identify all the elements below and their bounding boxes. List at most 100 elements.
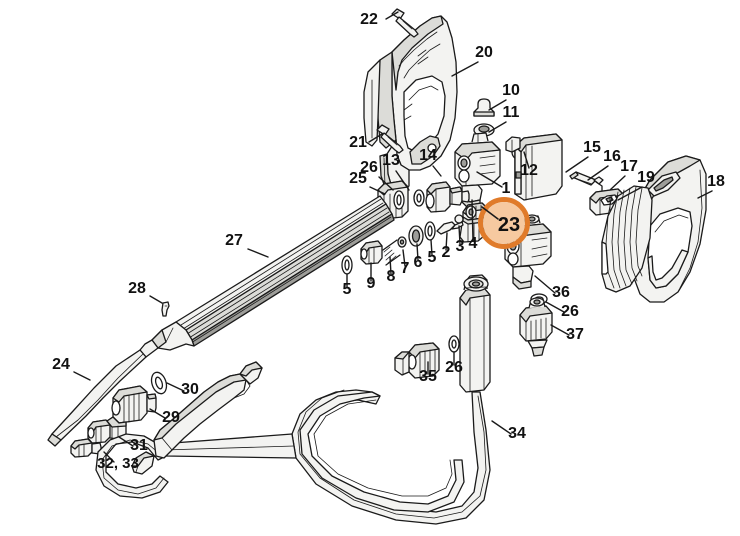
leader-line [247,248,269,258]
callout-30: 30 [166,381,199,398]
part-hose-connector [425,181,470,213]
leader-line [488,99,507,111]
callout-26: 26 [545,301,579,320]
callout-34: 34 [491,420,526,442]
callout-label: 17 [620,158,638,175]
leader-line [488,121,507,133]
callout-35: 35 [419,361,437,385]
callout-label: 16 [603,148,621,165]
part-o-ring-5a [341,255,353,275]
callout-7: 7 [401,249,410,277]
callout-15: 15 [565,139,601,173]
leader-line [550,324,570,336]
callout-label: 11 [503,104,520,121]
callout-26: 26 [445,351,463,376]
callout-label: 26 [561,303,579,320]
callout-label: 30 [181,381,199,398]
highlight-ring-group[interactable]: 23 [478,197,530,249]
callout-label: 14 [419,147,437,164]
leader-line [118,436,134,447]
callout-label: 28 [128,280,146,297]
callout-label: 36 [552,284,570,301]
part-cover-tab [505,136,521,153]
leader-line [523,151,530,169]
callout-28: 28 [128,280,163,304]
part-high-pressure-hose [95,274,491,525]
callout-18: 18 [697,173,725,199]
part-gun-housing-half [363,15,458,193]
callout-label: 10 [502,82,520,99]
callout-6: 6 [414,243,423,271]
leader-line [369,186,386,195]
part-cap [473,98,495,117]
leader-line [617,186,643,201]
callout-label: 25 [349,170,367,187]
leader-line [389,256,392,275]
callout-label: 12 [520,162,538,179]
leader-line [432,165,442,177]
callout-8: 8 [387,256,396,285]
part-valve-plug [360,240,383,265]
leader-line [534,275,556,294]
callout-4: 4 [469,199,478,252]
callout-5: 5 [343,273,352,298]
leader-line [430,239,433,256]
leader-line [565,156,589,173]
part-nozzle-tip [70,438,102,458]
callout-2: 2 [442,232,451,261]
callout-label: 35 [419,368,437,385]
leader-line [471,199,474,242]
leader-line [458,225,461,245]
callout-17: 17 [609,158,638,191]
leader-line [149,408,166,419]
part-lance-tube [139,195,395,358]
part-nozzle-body [106,385,157,440]
part-ball-3 [454,214,464,224]
callout-label: 7 [401,260,410,277]
handle-fins [601,185,653,293]
callout-label: 34 [508,425,526,442]
callout-22: 22 [360,11,399,28]
part-valve-body [454,132,501,209]
part-seat-4 [465,205,477,219]
callout-31: 31 [118,436,148,454]
part-gun-housing-cover [514,133,563,201]
callout-label: 20 [475,44,493,61]
callout-12: 12 [520,151,538,179]
leader-line [402,249,406,267]
part-spring [382,239,401,266]
part-o-ring-nozzle [150,371,168,395]
leader-line [166,382,185,392]
leader-line [73,371,91,381]
callout-label: 6 [414,254,423,271]
callout-label: 9 [367,275,376,292]
leader-line [491,420,512,435]
callout-label: 22 [360,11,378,28]
callout-label: 19 [637,169,655,186]
highlight-ring-23[interactable]: 23 [478,197,530,249]
part-pin-small [161,301,170,317]
highlight-label: 23 [498,214,520,236]
callout-5: 5 [428,239,437,266]
callout-label: 29 [162,409,180,426]
callout-36: 36 [534,275,570,301]
callout-11: 11 [488,104,520,133]
callout-26: 26 [360,159,394,191]
callout-label: 26 [360,159,378,176]
leader-line [416,243,419,261]
callout-label: 18 [707,173,725,190]
leader-line [103,451,115,463]
leader-line [697,190,713,199]
leader-line [395,170,410,191]
part-screw-upper [391,8,419,38]
callout-label: 26 [445,359,463,376]
part-gun-handle [601,155,707,303]
callout-label: 15 [583,139,601,156]
callout-25: 25 [349,170,386,195]
callout-label: 21 [349,134,367,151]
callout-label: 4 [469,235,478,252]
part-nozzle-insert [87,419,111,444]
callout-label: 5 [343,281,352,298]
